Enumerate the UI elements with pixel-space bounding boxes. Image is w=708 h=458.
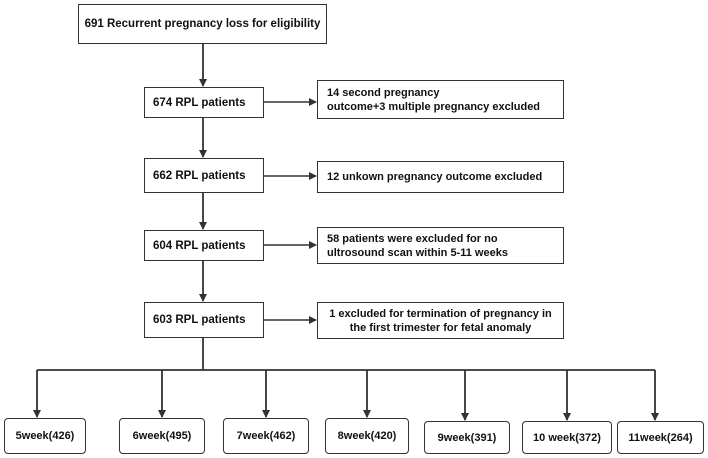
exclusion-4-line-1: 1 excluded for termination of pregnancy … [329, 307, 552, 320]
group-label-7: 11week(264) [628, 431, 693, 444]
group-box-9week: 9week(391) [424, 421, 510, 454]
group-label-5: 9week(391) [437, 431, 497, 444]
group-box-7week: 7week(462) [223, 418, 309, 454]
stage-label-4: 603 RPL patients [153, 314, 246, 326]
group-label-6: 10 week(372) [533, 431, 601, 444]
exclusion-2-line-1: 12 unkown pregnancy outcome excluded [327, 171, 543, 183]
group-box-11week: 11week(264) [617, 421, 704, 454]
stage-label-1: 674 RPL patients [153, 96, 246, 109]
group-box-8week: 8week(420) [325, 418, 409, 454]
group-label-4: 8week(420) [337, 430, 397, 442]
stage-box-3: 604 RPL patients [144, 230, 264, 261]
exclusion-3-line-2: ultrosound scan within 5-11 weeks [327, 246, 508, 259]
group-label-2: 6week(495) [132, 430, 192, 442]
exclusion-4-line-2: the first trimester for fetal anomaly [349, 321, 532, 334]
exclusion-box-1: 14 second pregnancy outcome+3 multiple p… [317, 80, 564, 119]
stage-label-3: 604 RPL patients [153, 239, 246, 252]
exclusion-box-2: 12 unkown pregnancy outcome excluded [317, 161, 564, 193]
group-box-10week: 10 week(372) [522, 421, 612, 454]
stage-label-2: 662 RPL patients [153, 169, 246, 182]
exclusion-1-line-1: 14 second pregnancy [327, 86, 440, 99]
eligibility-label: 691 Recurrent pregnancy loss for eligibi… [84, 18, 321, 30]
group-box-5week: 5week(426) [4, 418, 86, 454]
group-label-1: 5week(426) [15, 430, 75, 442]
group-label-3: 7week(462) [236, 430, 296, 442]
exclusion-3-line-1: 58 patients were excluded for no [327, 232, 498, 245]
exclusion-box-4: 1 excluded for termination of pregnancy … [317, 302, 564, 339]
stage-box-4: 603 RPL patients [144, 302, 264, 338]
stage-box-1: 674 RPL patients [144, 87, 264, 118]
stage-box-2: 662 RPL patients [144, 158, 264, 193]
eligibility-box: 691 Recurrent pregnancy loss for eligibi… [78, 4, 327, 44]
exclusion-1-line-2: outcome+3 multiple pregnancy excluded [327, 100, 541, 113]
exclusion-box-3: 58 patients were excluded for no ultroso… [317, 227, 564, 264]
group-box-6week: 6week(495) [119, 418, 205, 454]
